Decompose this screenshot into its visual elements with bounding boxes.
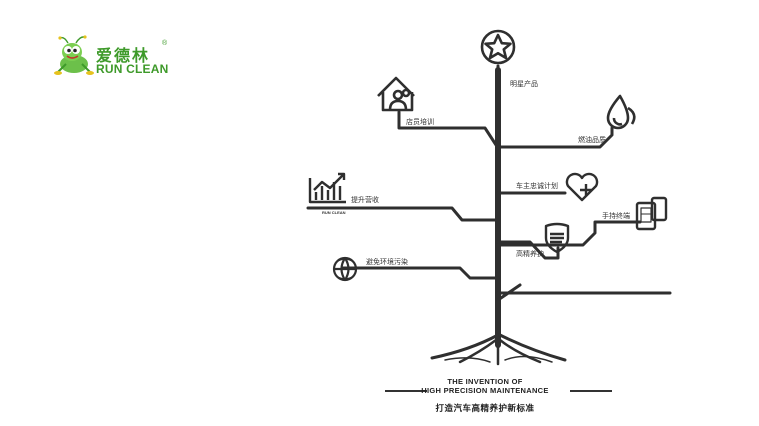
- star-icon: [480, 29, 516, 65]
- branch-training: [397, 110, 500, 150]
- branch-fuel: [496, 126, 614, 149]
- handheld-terminal-icon: [635, 196, 668, 231]
- branch-label-revenue: 提升营收: [351, 195, 379, 204]
- house-people-icon: [377, 76, 415, 112]
- growth-chart-icon: [308, 172, 346, 204]
- brand-logo: 爱德林 ® RUN CLEAN: [52, 34, 192, 80]
- heart-plus-icon: [565, 172, 599, 202]
- registered-mark: ®: [162, 40, 168, 47]
- root-right: [498, 333, 567, 362]
- globe-leaf-icon: [332, 256, 358, 282]
- divider-right: [570, 390, 612, 392]
- shield-icon: [544, 222, 570, 254]
- root-left-2: [458, 338, 498, 364]
- divider-left: [385, 390, 427, 392]
- branch-label-loyalty-plan: 车主忠诚计划: [516, 181, 558, 190]
- branch-label-handheld: 手持终端: [602, 211, 630, 220]
- fuel-drop-icon: [606, 94, 636, 130]
- branch-label-star-products: 明星产品: [510, 79, 538, 88]
- branch-label-staff-training: 店员培训: [406, 117, 434, 126]
- branch-revenue: [306, 206, 500, 222]
- brand-name-cn: 爱德林: [96, 46, 151, 65]
- branch-terminal: [496, 220, 642, 247]
- grasshopper-mascot-icon: [54, 35, 94, 75]
- branch-label-fuel-quality: 燃油品质: [578, 135, 606, 144]
- brand-name-en: RUN CLEAN: [96, 62, 169, 76]
- footer-title-line2: HIGH PRECISION MAINTENANCE: [421, 386, 549, 395]
- root-left: [430, 333, 500, 360]
- branch-label-environment: 避免环境污染: [366, 257, 408, 266]
- footer-title-line1: THE INVENTION OF: [447, 377, 523, 386]
- branch-label-maintenance: 高精养护: [516, 249, 544, 258]
- revenue-sublabel: RUN CLEAN: [322, 210, 346, 215]
- footer-title-cn: 打造汽车高精养护新标准: [435, 404, 535, 414]
- branch-maintenance: [496, 240, 560, 260]
- root-right-2: [498, 338, 542, 364]
- branch-environment: [340, 266, 500, 280]
